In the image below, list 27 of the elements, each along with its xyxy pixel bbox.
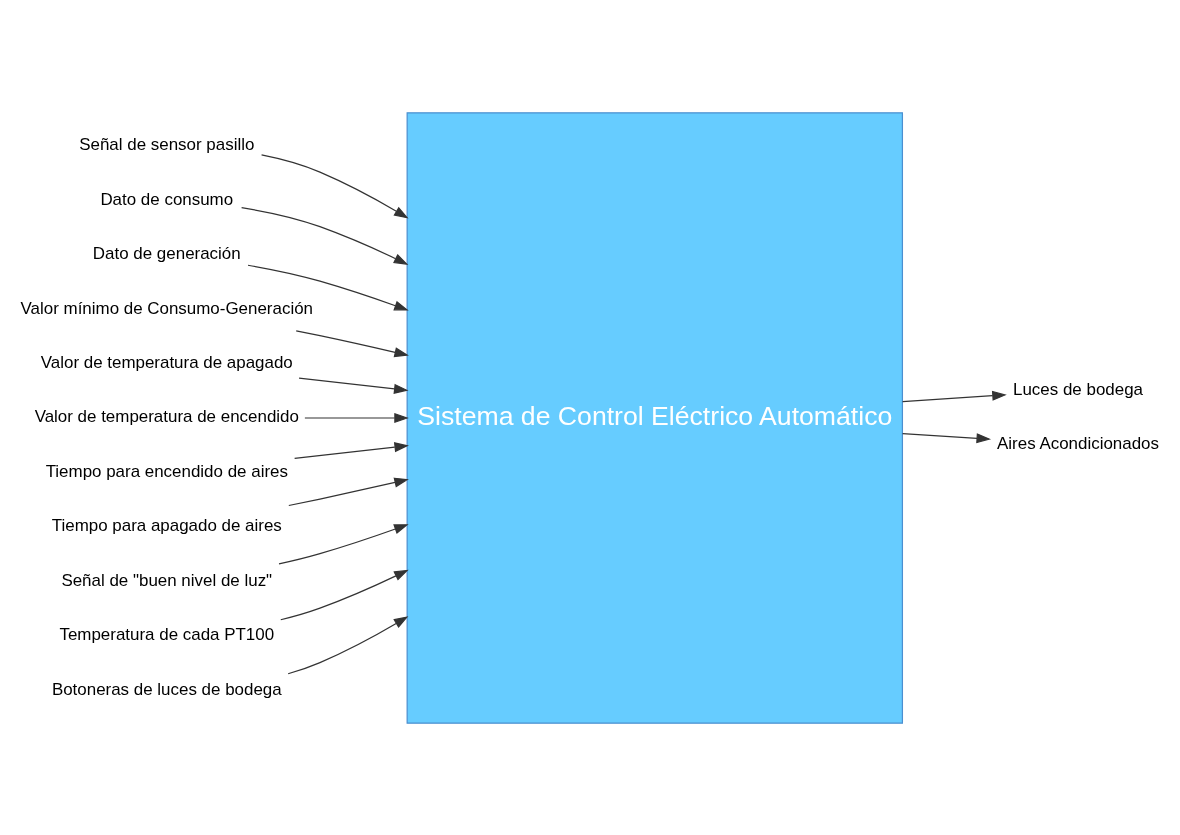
arrow xyxy=(260,153,409,219)
node-text: Tiempo para apagado de aires xyxy=(51,515,282,535)
node-text: Valor mínimo de Consumo-Generación xyxy=(20,298,314,317)
node-text: Botoneras de luces de bodega xyxy=(51,679,282,699)
node-box: Sistema de Control Eléctrico Automático xyxy=(406,111,904,724)
node-text: Tiempo para encendido de aires xyxy=(45,461,288,481)
arrow xyxy=(280,569,409,620)
node-text: Luces de bodega xyxy=(1013,379,1143,399)
arrow xyxy=(304,412,409,423)
arrow xyxy=(278,523,409,564)
node-text: Señal de sensor pasillo xyxy=(79,134,255,154)
arrow xyxy=(902,390,1007,402)
arrow xyxy=(288,477,409,506)
node-text: Valor de temperatura de apagado xyxy=(40,352,293,372)
node-text: Dato de generación xyxy=(92,243,241,263)
arrow xyxy=(241,206,409,265)
arrow xyxy=(298,377,409,394)
node-text: Señal de "buen nivel de luz" xyxy=(61,570,273,590)
node-text: Temperatura de cada PT100 xyxy=(59,624,275,644)
arrow xyxy=(294,441,409,459)
node-text: Valor de temperatura de encendido xyxy=(34,406,299,426)
node-text: Dato de consumo xyxy=(100,189,234,209)
arrow xyxy=(295,329,409,357)
arrow xyxy=(287,615,409,674)
node-text: Aires Acondicionados xyxy=(997,433,1159,453)
arrow xyxy=(247,264,409,311)
arrow xyxy=(902,432,991,443)
